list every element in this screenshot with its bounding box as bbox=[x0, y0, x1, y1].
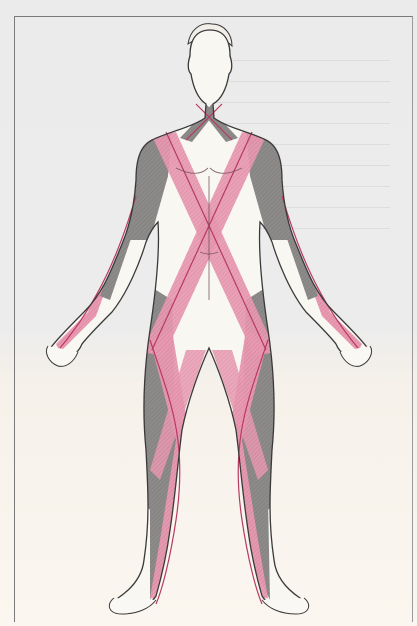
right-foot bbox=[262, 598, 309, 614]
feet bbox=[109, 598, 308, 614]
left-foot bbox=[109, 598, 156, 614]
